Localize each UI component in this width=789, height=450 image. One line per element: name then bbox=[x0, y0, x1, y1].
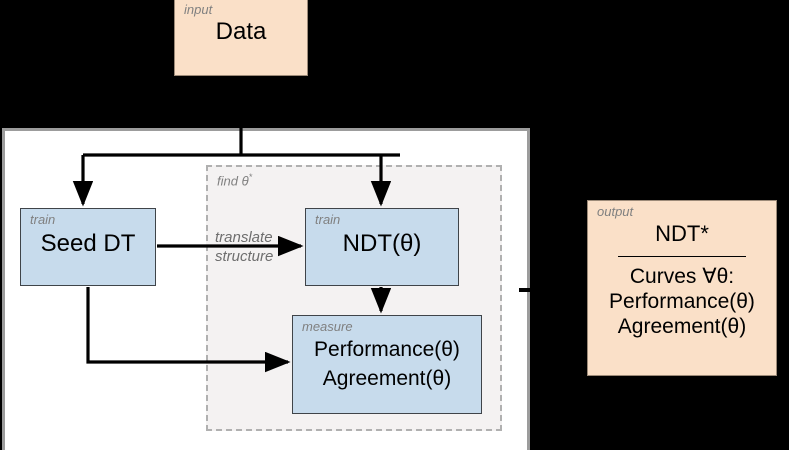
node-output-agreement: Agreement(θ) bbox=[617, 315, 747, 338]
node-seed-dt[interactable]: train Seed DT bbox=[20, 208, 156, 286]
node-measure-tag: measure bbox=[302, 319, 353, 334]
node-output-curves: Curves ∀θ: bbox=[629, 265, 735, 288]
node-data-tag: input bbox=[184, 2, 213, 17]
node-ndt-label: NDT(θ) bbox=[342, 230, 422, 257]
node-measure-performance: Performance(θ) bbox=[314, 338, 460, 361]
edge-label-translate-structure: translate structure bbox=[215, 228, 273, 266]
node-ndt-tag: train bbox=[315, 212, 341, 227]
node-output-tag: output bbox=[597, 204, 634, 219]
edge-label-translate: translate bbox=[215, 229, 273, 246]
node-ndt[interactable]: train NDT(θ) bbox=[305, 208, 459, 286]
find-theta-region-label: find θ* bbox=[217, 172, 253, 189]
node-output[interactable]: output NDT* Curves ∀θ: Performance(θ) Ag… bbox=[587, 200, 777, 376]
node-output-title: NDT* bbox=[655, 221, 709, 246]
node-data-label: Data bbox=[215, 18, 267, 45]
edge-label-structure: structure bbox=[215, 248, 274, 265]
output-divider bbox=[618, 256, 746, 257]
node-data[interactable]: input Data bbox=[174, 0, 308, 76]
node-seed-dt-label: Seed DT bbox=[40, 230, 136, 257]
node-measure[interactable]: measure Performance(θ) Agreement(θ) bbox=[292, 315, 482, 414]
node-measure-agreement: Agreement(θ) bbox=[322, 367, 452, 390]
node-seed-dt-tag: train bbox=[30, 212, 56, 227]
node-output-performance: Performance(θ) bbox=[609, 290, 755, 313]
